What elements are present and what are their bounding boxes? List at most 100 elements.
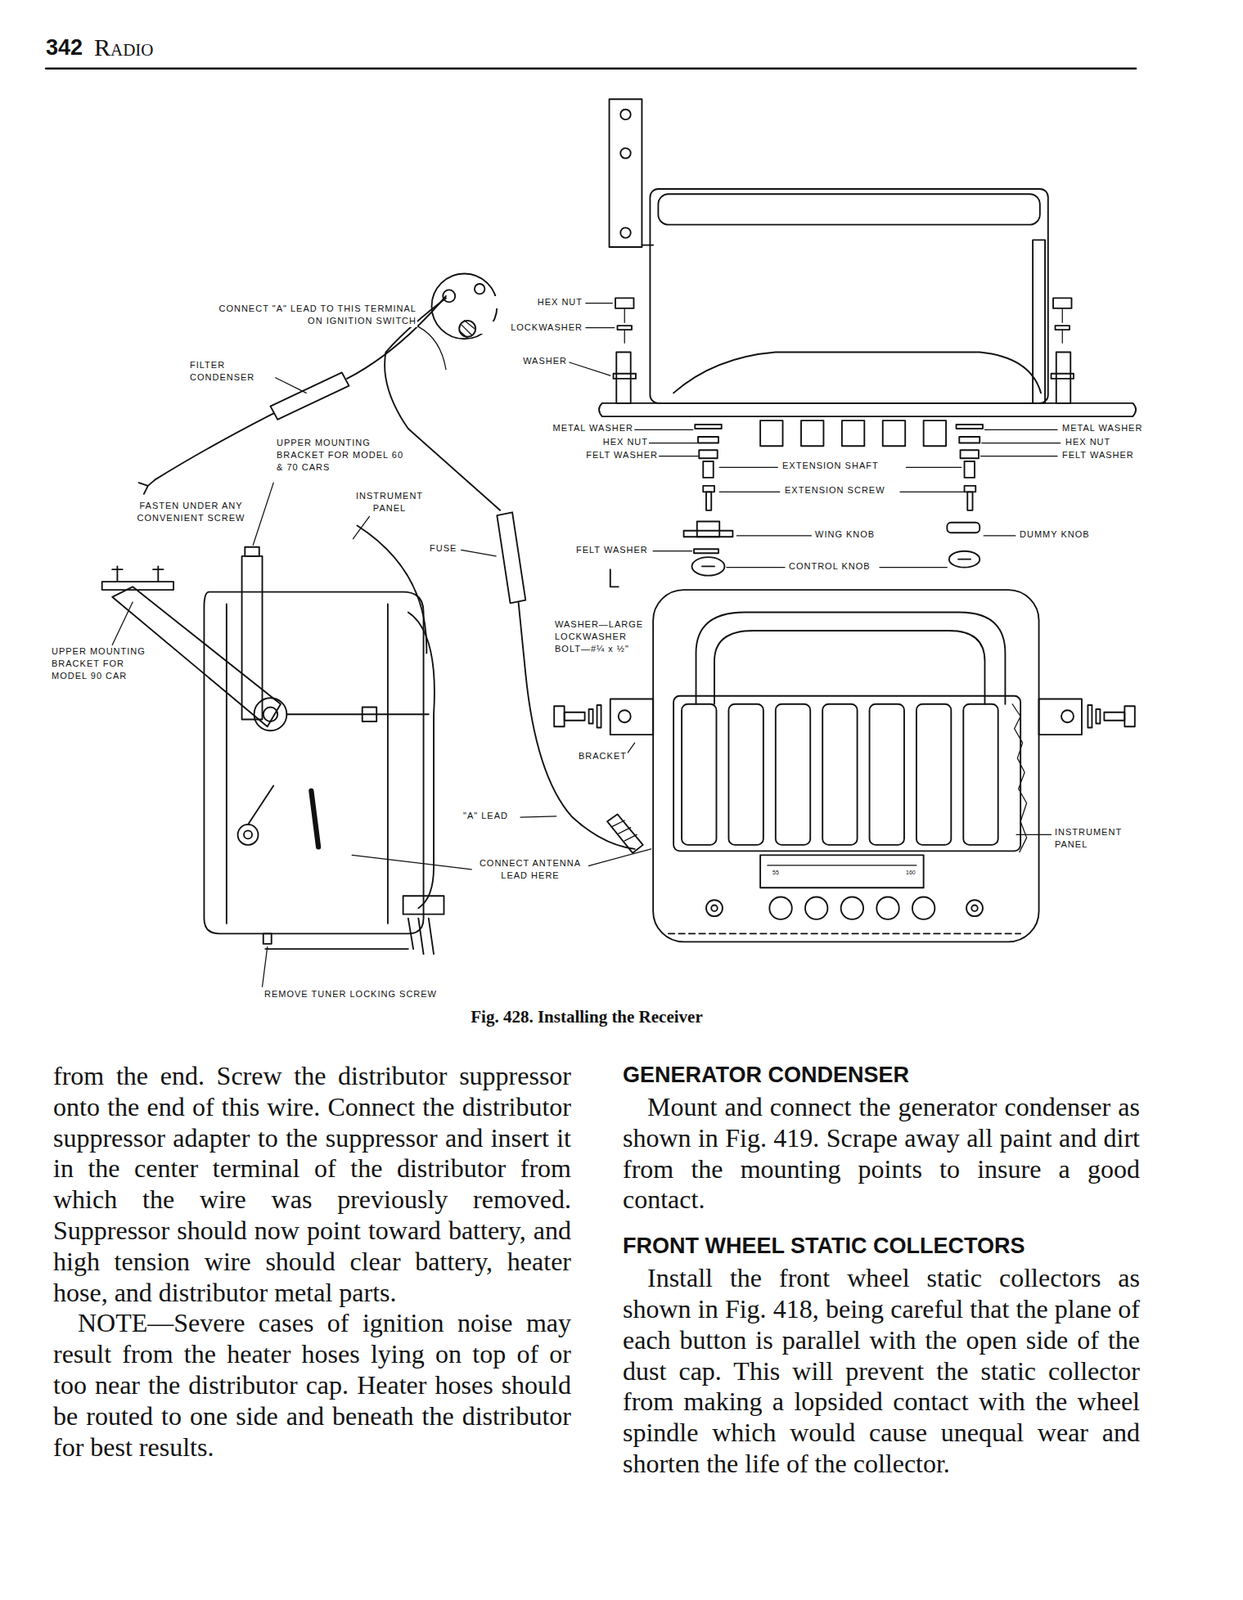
ignition-switch-and-wiring [496,512,526,604]
part-label: INSTRUMENT PANEL [1053,826,1140,852]
receiver-front-view [610,699,654,736]
leader-lines [262,947,268,988]
receiver-front-view [681,704,717,846]
ignition-switch-and-wiring [442,289,455,302]
receiver-front-view [869,704,905,846]
part-label: EXTENSION SHAFT [781,459,880,473]
part-label: WING KNOB [814,528,876,541]
knob-parts [960,450,979,459]
receiver-front-view [706,900,723,917]
receiver-top-view [609,99,643,248]
leader-lines [112,303,1061,988]
part-label: FELT WASHER [575,544,649,557]
text-column: GENERATOR CONDENSERMount and connect the… [622,1061,1140,1481]
receiver-front-view [822,704,857,846]
knob-parts [702,461,713,478]
receiver-front-view [589,709,594,724]
leader-lines [353,516,370,539]
receiver-top-view [882,420,906,446]
receiver-front-view [767,864,917,866]
receiver-top-view [624,308,1063,343]
knob-parts [964,461,975,478]
ignition-switch-and-wiring [139,273,644,853]
part-label: HEX NUT [577,436,649,449]
leader-lines [418,326,446,370]
receiver-side-view [263,933,272,944]
receiver-top-view [923,420,946,446]
knob-parts [967,491,973,510]
receiver-top-view [673,352,1041,394]
receiver-top-view [1056,352,1071,404]
ignition-switch-and-wiring [607,814,644,853]
knob-parts [702,486,715,492]
body-paragraph: Mount and connect the generator condense… [622,1092,1140,1216]
knob-parts [698,450,717,459]
receiver-side-view [265,918,434,955]
receiver-front-view [564,712,586,721]
receiver-front-view [714,630,985,705]
receiver-front-view [1039,699,1082,736]
part-label: UPPER MOUNTING BRACKET FOR MODEL 60 & 70… [275,436,406,474]
receiver-side-view [102,581,174,590]
leader-lines [112,602,133,645]
receiver-front-view [775,704,811,846]
part-label: EXTENSION SCREW [783,484,887,497]
header-rule [45,67,1136,70]
knob-parts [692,557,726,576]
knob-parts [959,436,980,443]
part-label: FILTER CONDENSER [189,359,275,384]
knob-parts [706,491,712,510]
receiver-front-view [618,710,631,723]
receiver-top-view [617,325,632,330]
knob-parts [949,551,980,568]
receiver-top-view [620,227,631,238]
part-label: FASTEN UNDER ANY CONVENIENT SCREW [122,499,260,525]
leader-lines [461,549,496,556]
leader-lines [983,535,1016,536]
knob-parts [697,522,720,538]
leader-lines [275,378,307,394]
body-paragraph: NOTE—Severe cases of ignition noise may … [53,1308,572,1464]
receiver-top-view [801,420,824,446]
ignition-switch-and-wiring [459,320,475,338]
part-label: FELT WASHER [1061,449,1135,462]
body-paragraph: Install the front wheel static collector… [622,1263,1140,1481]
figure-caption: Fig. 428. Installing the Receiver [341,1006,833,1028]
receiver-front-view [553,589,1135,942]
receiver-top-view [842,420,865,446]
receiver-front-view [916,704,951,846]
receiver-front-view [769,896,792,919]
dial-number: 160 [905,869,916,877]
receiver-top-view [649,189,1048,404]
receiver-front-view [673,696,1021,852]
knob-parts [964,486,977,492]
part-label: "A" LEAD [462,810,509,823]
receiver-top-view [1053,297,1072,308]
part-label: LOCKWASHER [479,321,584,334]
part-label: METAL WASHER [1061,422,1144,435]
receiver-top-view [1032,239,1045,404]
part-label: BRACKET [577,750,628,763]
ignition-switch-and-wiring [612,820,637,842]
knob-parts [684,531,734,537]
section-heading: FRONT WHEEL STATIC COLLECTORS [622,1232,1140,1261]
leader-lines [736,535,811,536]
part-label: WASHER [499,355,568,368]
receiver-side-view [102,526,445,955]
ignition-switch-and-wiring [139,479,156,494]
running-head: Radio [94,34,154,61]
dial-number: 55 [772,869,780,877]
part-label: METAL WASHER [536,422,635,435]
knob-parts [694,424,721,429]
receiver-top-view [613,373,636,379]
text-column: from the end. Screw the distributor supp… [53,1061,572,1464]
receiver-front-view [971,905,978,911]
section-heading: GENERATOR CONDENSER [622,1061,1140,1090]
part-label: CONNECT ANTENNA LEAD HERE [472,857,589,883]
receiver-front-view [711,905,717,911]
ignition-switch-and-wiring [270,372,349,419]
leader-lines [980,429,1060,456]
knob-parts [956,424,983,429]
receiver-side-view [362,707,377,722]
